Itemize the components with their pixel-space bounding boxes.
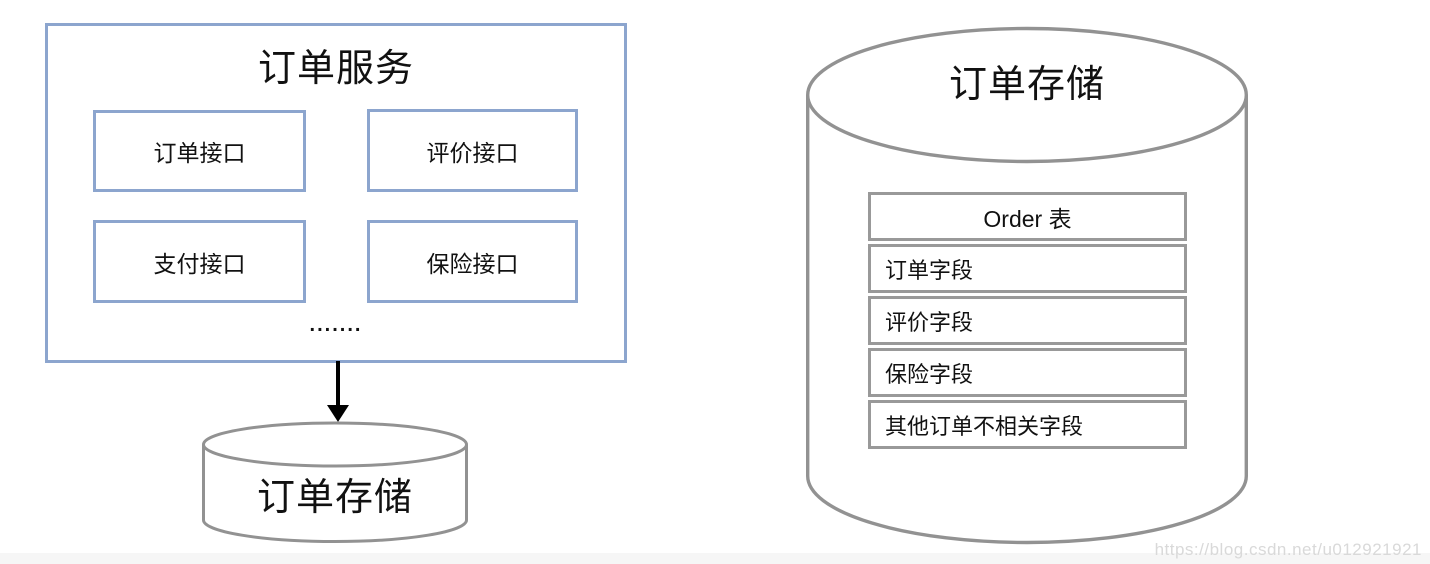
- down-arrow-icon: [327, 361, 349, 422]
- order-service-box: 订单服务 订单接口 评价接口 支付接口 保险接口 .......: [45, 23, 627, 363]
- interface-box-insurance: 保险接口: [367, 220, 578, 303]
- interface-box-order: 订单接口: [93, 110, 306, 192]
- interface-box-payment: 支付接口: [93, 220, 306, 303]
- small-cylinder-label: 订单存储: [256, 477, 413, 519]
- order-table-header: Order 表: [868, 192, 1187, 241]
- order-service-title: 订单服务: [257, 48, 414, 90]
- order-storage-small-cylinder: 订单存储: [202, 421, 468, 545]
- order-table-row-insurance-fields: 保险字段: [868, 348, 1187, 397]
- order-table-row-other-fields: 其他订单不相关字段: [868, 400, 1187, 449]
- bottom-edge-strip: [0, 553, 1430, 564]
- order-table-row-order-fields: 订单字段: [868, 244, 1187, 293]
- interface-box-review: 评价接口: [367, 109, 578, 192]
- ellipsis-dots: .......: [309, 314, 363, 336]
- watermark-url: https://blog.csdn.net/u012921921: [1154, 540, 1422, 559]
- order-table-row-review-fields: 评价字段: [868, 296, 1187, 345]
- order-table: Order 表 订单字段 评价字段 保险字段 其他订单不相关字段: [868, 192, 1187, 452]
- large-cylinder-label: 订单存储: [948, 64, 1105, 106]
- database-cylinder-icon: [202, 421, 468, 543]
